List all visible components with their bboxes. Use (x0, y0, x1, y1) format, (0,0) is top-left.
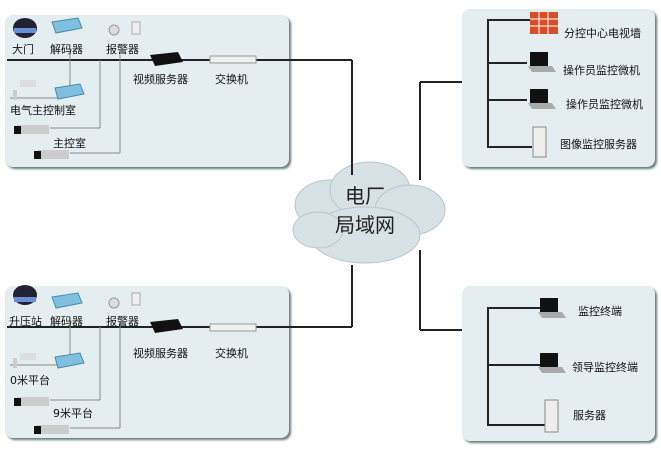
cloud-line1: 电厂 (345, 184, 385, 208)
label-switch: 交换机 (215, 347, 248, 360)
label-alarm: 报警器 (106, 315, 139, 328)
label-video-server: 视频服务器 (133, 347, 188, 360)
camera-icon (13, 80, 36, 100)
label-image-server: 图像监控服务器 (560, 138, 637, 151)
decoder-icon (54, 352, 85, 369)
box-camera-icon (34, 150, 69, 159)
label-switch: 交换机 (215, 73, 248, 86)
label-operator-pc-1: 操作员监控微机 (563, 64, 640, 77)
switch-icon (209, 55, 257, 64)
label-server: 服务器 (573, 409, 606, 422)
cloud-label: 电厂 局域网 (320, 180, 410, 238)
cloud-icon (292, 161, 446, 264)
video-server-icon (150, 52, 183, 66)
label-main-control: 主控室 (53, 137, 86, 150)
top-right-panel (462, 9, 655, 167)
laptop-icon (528, 89, 556, 109)
server-tower-icon (544, 399, 559, 433)
decoder-icon (51, 17, 83, 34)
laptop-icon (528, 52, 556, 72)
label-video-wall: 分控中心电视墙 (564, 27, 641, 40)
label-decoder: 解码器 (50, 43, 83, 56)
switch-icon (209, 323, 257, 332)
video-server-icon (150, 319, 183, 333)
laptop-icon (538, 353, 566, 373)
bottom-left-panel (5, 286, 289, 438)
dome-camera-icon (13, 285, 37, 305)
label-electrical-room: 电气主控制室 (10, 104, 76, 117)
video-wall-icon (530, 12, 558, 34)
alarm-icon (108, 292, 141, 309)
dome-camera-icon (13, 18, 37, 38)
label-platform-9m: 9米平台 (53, 407, 93, 420)
box-camera-icon (14, 125, 49, 134)
box-camera-icon (14, 397, 49, 406)
label-operator-pc-2: 操作员监控微机 (566, 98, 643, 111)
label-decoder: 解码器 (50, 315, 83, 328)
label-alarm: 报警器 (106, 43, 139, 56)
box-camera-icon (34, 425, 69, 434)
alarm-icon (108, 21, 141, 36)
decoder-icon (51, 292, 83, 309)
label-video-server: 视频服务器 (133, 73, 188, 86)
cloud-line2: 局域网 (335, 213, 395, 237)
label-monitor-terminal: 监控终端 (578, 305, 622, 318)
laptop-icon (538, 298, 566, 318)
label-substation: 升压站 (9, 315, 42, 328)
server-tower-icon (532, 126, 547, 158)
top-left-panel (5, 15, 289, 167)
label-leader-terminal: 领导监控终端 (572, 361, 638, 374)
label-gate: 大门 (12, 43, 34, 56)
camera-icon (13, 353, 36, 368)
label-platform-0m: 0米平台 (10, 374, 50, 387)
decoder-icon (54, 83, 85, 100)
